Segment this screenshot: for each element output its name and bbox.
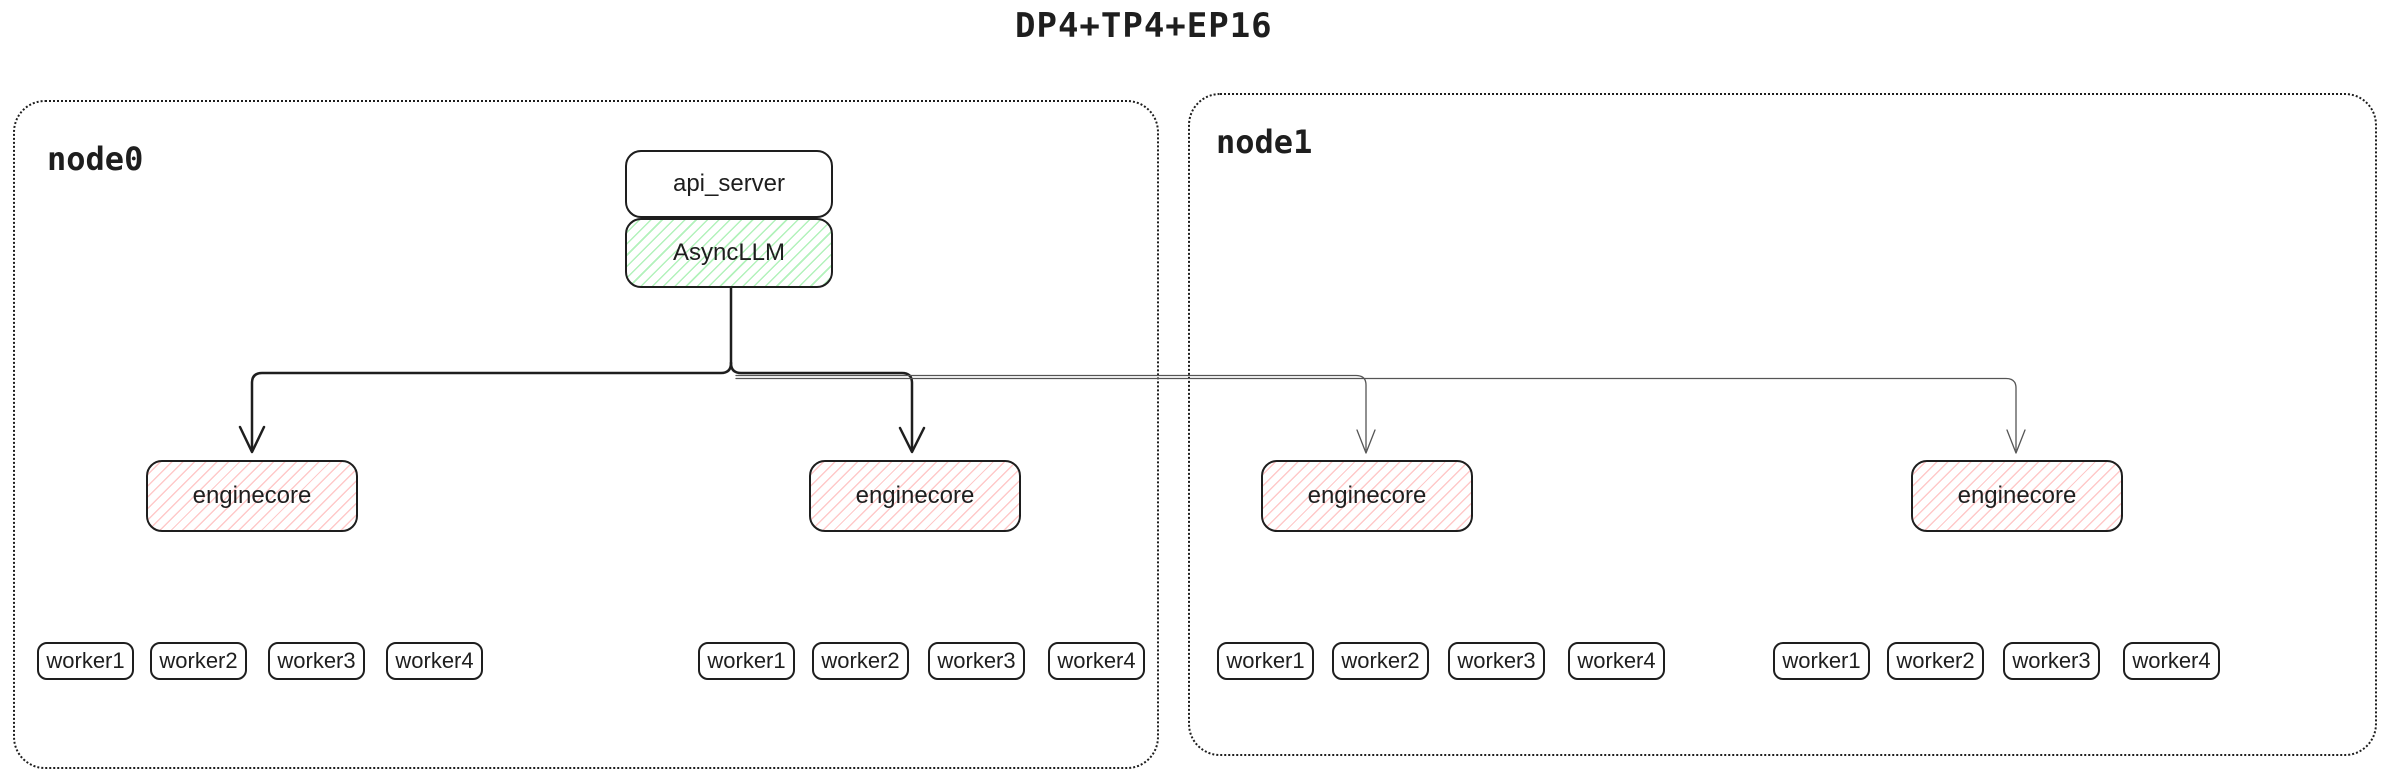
worker-box: worker4 [1568, 642, 1665, 680]
worker-box: worker1 [37, 642, 134, 680]
worker-box: worker3 [268, 642, 365, 680]
worker-box: worker3 [2003, 642, 2100, 680]
worker-box: worker4 [2123, 642, 2220, 680]
worker-box: worker2 [812, 642, 909, 680]
api-server-box: api_server [625, 150, 833, 218]
enginecore-box-1: enginecore [146, 460, 358, 532]
worker-box: worker3 [928, 642, 1025, 680]
worker-box: worker1 [1217, 642, 1314, 680]
worker-box: worker3 [1448, 642, 1545, 680]
worker-box: worker4 [1048, 642, 1145, 680]
worker-box: worker4 [386, 642, 483, 680]
diagram-title: DP4+TP4+EP16 [1015, 6, 1273, 46]
worker-box: worker2 [150, 642, 247, 680]
worker-box: worker1 [698, 642, 795, 680]
worker-box: worker1 [1773, 642, 1870, 680]
node1-label: node1 [1216, 123, 1313, 161]
node0-label: node0 [47, 140, 144, 178]
enginecore-box-3: enginecore [1261, 460, 1473, 532]
worker-box: worker2 [1332, 642, 1429, 680]
enginecore-box-2: enginecore [809, 460, 1021, 532]
asyncllm-box: AsyncLLM [625, 218, 833, 288]
enginecore-box-4: enginecore [1911, 460, 2123, 532]
worker-box: worker2 [1887, 642, 1984, 680]
